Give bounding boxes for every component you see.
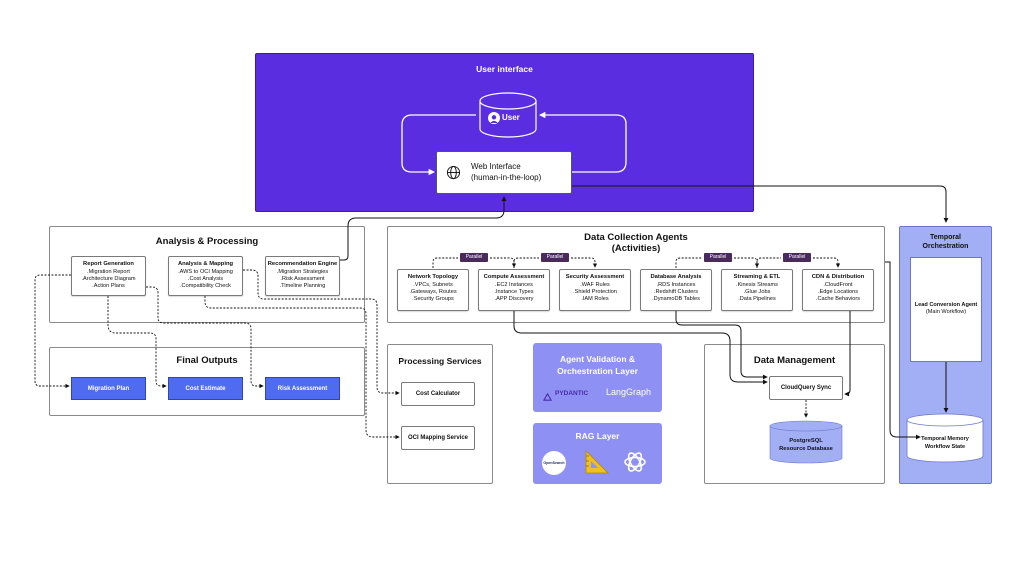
parallel-badge: Parallel [783,253,811,262]
temporal-title: Temporal Orchestration [922,234,969,250]
cost-estimate-button[interactable]: Cost Estimate [168,377,243,400]
cost-calculator-node[interactable]: Cost Calculator [401,382,475,406]
recommendation-engine-card[interactable]: Recommendation Engine .Migration Strateg… [265,256,340,296]
user-node[interactable]: User [478,92,538,138]
openai-logo-icon [622,449,648,480]
cdn-distribution-card[interactable]: CDN & Distribution .CloudFront .Edge Loc… [802,269,874,311]
web-interface-node[interactable]: Web Interface (human-in-the-loop) [436,151,572,194]
migration-plan-button[interactable]: Migration Plan [71,377,146,400]
user-label: User [502,113,520,122]
web-interface-label: Web Interface (human-in-the-loop) [471,162,542,182]
risk-assessment-button[interactable]: Risk Assessment [265,377,340,400]
oci-mapping-service-node[interactable]: OCI Mapping Service [401,426,475,450]
agent-validation-panel: Agent Validation & Orchestration Layer P… [533,343,662,412]
processing-services-panel: Processing Services [387,344,493,484]
rag-layer-title: RAG Layer [575,431,620,441]
agent-validation-title: Agent Validation & Orchestration Layer [557,354,638,376]
parallel-badge: Parallel [541,253,569,262]
final-outputs-title: Final Outputs [176,355,238,366]
lead-conversion-agent-node[interactable]: Lead Conversion Agent (Main Workflow) [910,257,982,362]
report-generation-card[interactable]: Report Generation .Migration Report .Arc… [71,256,146,296]
parallel-badge: Parallel [460,253,488,262]
rag-layer-panel: RAG Layer OpenSearch [533,423,662,484]
compute-assessment-card[interactable]: Compute Assessment .EC2 Instances .Insta… [478,269,550,311]
data-management-panel: Data Management [704,344,885,484]
globe-icon [446,165,461,185]
database-analysis-card[interactable]: Database Analysis .RDS Instances .Redshi… [640,269,712,311]
data-management-title: Data Management [753,355,836,366]
analysis-processing-title: Analysis & Processing [155,236,259,247]
triangle-ruler-icon [583,448,611,481]
data-collection-title: Data Collection Agents (Activities) [584,232,688,254]
user-interface-title: User interface [476,64,533,74]
network-topology-card[interactable]: Network Topology .VPCs, Subnets .Gateway… [397,269,469,311]
temporal-memory-node[interactable]: Temporal Memory Workflow State [905,413,985,463]
user-icon [488,112,500,124]
pydantic-logo-text: PYDANTIC [555,390,589,397]
postgresql-database-node[interactable]: PostgreSQL Resource Database [769,420,843,464]
streaming-etl-card[interactable]: Streaming & ETL .Kinesis Streams .Glue J… [721,269,793,311]
processing-services-title: Processing Services [398,356,482,366]
opensearch-logo-icon: OpenSearch [542,451,566,475]
parallel-badge: Parallel [704,253,732,262]
security-assessment-card[interactable]: Security Assessment .WAF Rules .Shield P… [559,269,631,311]
analysis-mapping-card[interactable]: Analysis & Mapping .AWS to OCI Mapping .… [168,256,243,296]
pydantic-logo-icon [542,389,553,407]
langgraph-logo-text: LangGraph [606,387,652,397]
cloudquery-sync-node[interactable]: CloudQuery Sync [769,376,843,400]
